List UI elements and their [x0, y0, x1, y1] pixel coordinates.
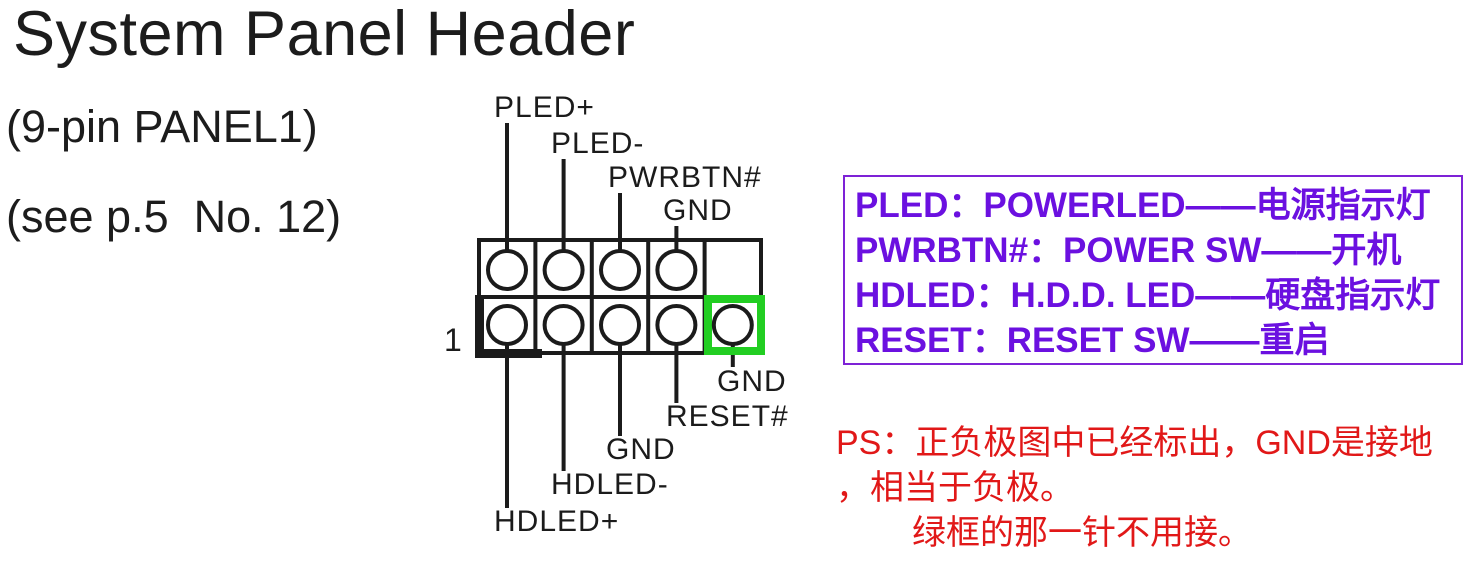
note-line-3: 绿框的那一针不用接。	[912, 514, 1252, 552]
pin-circle	[655, 304, 698, 346]
note-line-2: ，相当于负极。	[836, 469, 1074, 507]
pin-circle	[655, 249, 698, 291]
pin1-number: 1	[444, 322, 463, 358]
pin-circle	[542, 249, 585, 291]
legend-line-reset: RESET：RESET SW——重启	[855, 321, 1330, 360]
legend-box: PLED：POWERLED——电源指示灯 PWRBTN#：POWER SW——开…	[843, 175, 1463, 365]
pin-label-pled-plus: PLED+	[494, 91, 595, 124]
pin-label-pwrbtn: PWRBTN#	[608, 161, 762, 194]
pin-label-gnd-mid: GND	[606, 433, 676, 466]
pin-circle-1	[486, 304, 528, 346]
subtitle-9pin: (9-pin PANEL1)	[6, 101, 318, 152]
pin-circle	[486, 249, 528, 291]
pin-circle	[542, 304, 585, 346]
pin-label-hdled-plus: HDLED+	[494, 505, 619, 538]
pin-label-gnd-green: GND	[717, 365, 787, 398]
pin1-marker-border	[475, 295, 542, 358]
legend-line-pled: PLED：POWERLED——电源指示灯	[855, 186, 1431, 225]
pin-circle-unused	[711, 304, 754, 346]
pin-label-reset: RESET#	[666, 400, 789, 433]
subtitle-page-ref: (see p.5 No. 12)	[6, 191, 342, 242]
legend-line-pwrbtn: PWRBTN#：POWER SW——开机	[855, 231, 1402, 270]
pin-circle	[599, 249, 641, 291]
note-line-1: PS：正负极图中已经标出，GND是接地	[836, 424, 1433, 462]
pin-circle	[599, 304, 641, 346]
page-title: System Panel Header	[13, 0, 636, 69]
pin-label-pled-minus: PLED-	[551, 127, 644, 160]
pin-label-gnd-top: GND	[663, 194, 733, 227]
pin-label-hdled-minus: HDLED-	[551, 468, 669, 501]
green-highlight-box	[704, 295, 765, 355]
legend-line-hdled: HDLED：H.D.D. LED——硬盘指示灯	[855, 276, 1441, 315]
ps-note: PS：正负极图中已经标出，GND是接地 ，相当于负极。 绿框的那一针不用接。	[836, 421, 1468, 556]
